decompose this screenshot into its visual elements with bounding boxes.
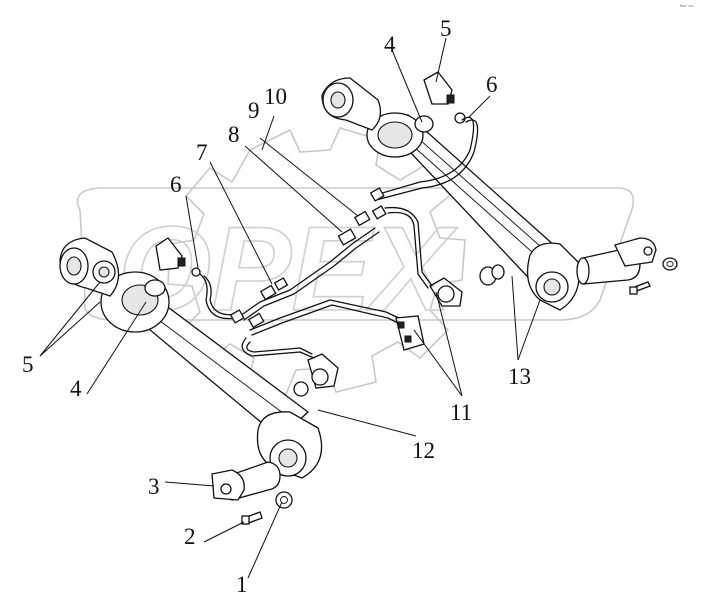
leader-lines xyxy=(39,37,541,579)
watermark-swoosh xyxy=(76,187,635,321)
callout-10: 10 xyxy=(264,84,287,109)
callout-11: 11 xyxy=(450,400,472,425)
callout-5-left: 5 xyxy=(22,352,34,377)
right-pin-assembly xyxy=(576,237,678,295)
callout-5-top: 5 xyxy=(440,16,452,41)
corner-note: ᴺᵉʷ˙ᵒᵒᵒ xyxy=(680,4,694,10)
callout-2: 2 xyxy=(184,524,196,549)
callout-3: 3 xyxy=(148,474,160,499)
callout-6-left: 6 xyxy=(170,172,182,197)
callout-4-left: 4 xyxy=(70,376,82,401)
callout-13: 13 xyxy=(508,364,531,389)
callout-4-top: 4 xyxy=(384,32,396,57)
callout-6-right: 6 xyxy=(486,72,498,97)
callout-1: 1 xyxy=(236,572,248,597)
callout-7: 7 xyxy=(196,140,208,165)
callout-labels: 1 2 3 4 4 5 5 6 6 7 8 9 10 11 12 13 xyxy=(22,16,531,597)
right-hydraulic-cylinder xyxy=(321,77,580,311)
hydraulic-tubing xyxy=(199,116,479,359)
callout-8: 8 xyxy=(228,122,240,147)
left-hydraulic-cylinder xyxy=(59,237,323,479)
callout-9: 9 xyxy=(248,98,260,123)
left-pin-assembly xyxy=(211,461,293,525)
callout-12: 12 xyxy=(412,438,435,463)
